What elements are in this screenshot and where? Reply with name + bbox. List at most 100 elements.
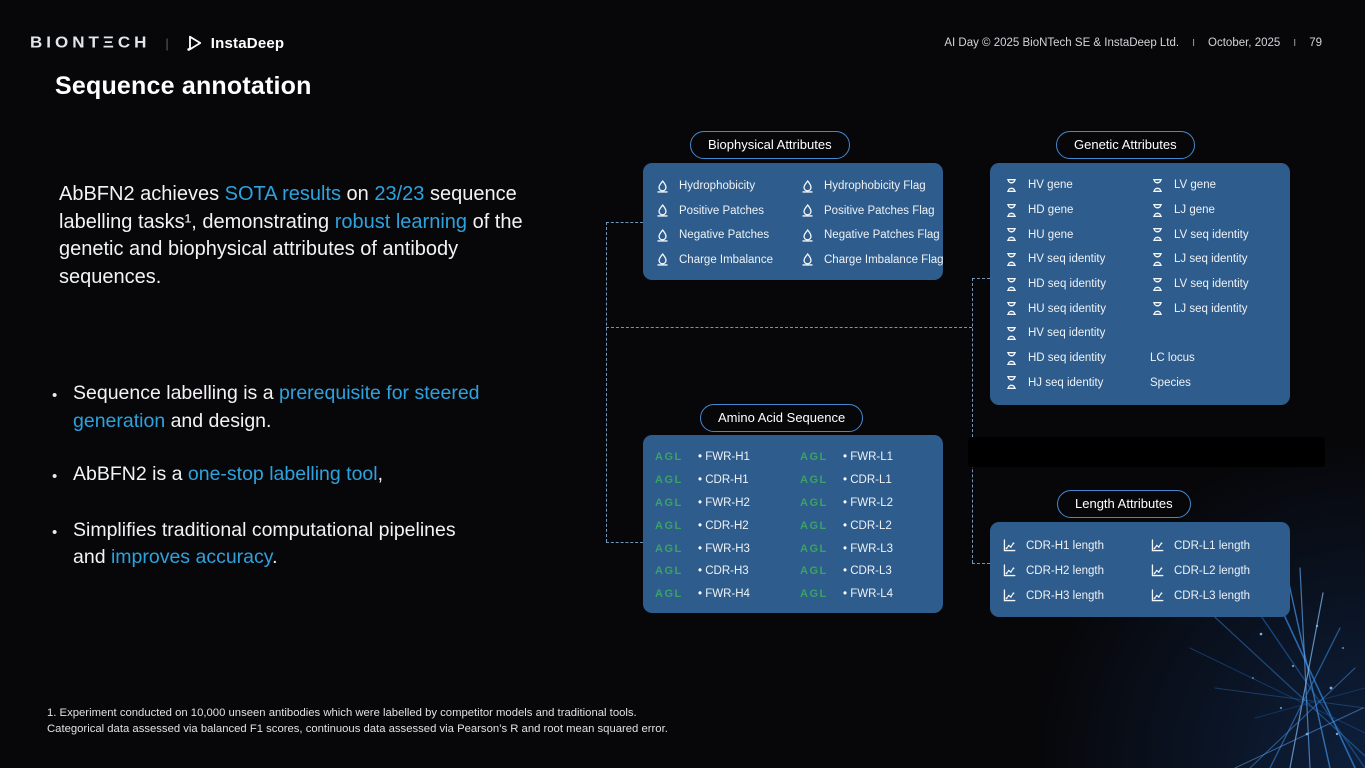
attribute-item: Hydrophobicity	[655, 174, 800, 199]
sequence-region-item: AGLFWR-L3	[800, 537, 943, 560]
attribute-item: HV seq identity	[1004, 247, 1150, 272]
amino-acid-sequence-pill: Amino Acid Sequence	[700, 404, 864, 432]
attribute-label: Charge Imbalance Flag	[824, 253, 944, 266]
connector-line	[972, 278, 973, 563]
region-label: FWR-L1	[843, 451, 893, 463]
connector-line	[972, 278, 990, 279]
attribute-label: HV seq identity	[1028, 253, 1106, 266]
droplet-icon	[655, 228, 670, 243]
attribute-item: CDR-H1 length	[1002, 533, 1150, 558]
redacted-bar	[968, 437, 1325, 467]
connector-line	[606, 327, 972, 328]
region-label: CDR-H3	[698, 565, 748, 577]
length-attributes-panel: CDR-H1 length CDR-H2 length CDR-H3 lengt…	[990, 522, 1290, 617]
sequence-region-item: AGLFWR-H2	[655, 492, 800, 515]
bar-chart-icon	[1002, 563, 1017, 578]
biophysical-attributes-panel: Hydrophobicity Positive Patches Negative…	[643, 163, 944, 280]
attribute-label: LV gene	[1174, 179, 1216, 192]
amino-acid-sequence-panel: AGLFWR-H1 AGLCDR-H1 AGLFWR-H2 AGLCDR-H2 …	[643, 435, 943, 613]
meta-separator: I	[1192, 37, 1196, 49]
attribute-item: Negative Patches	[655, 223, 800, 248]
region-label: FWR-H3	[698, 543, 750, 555]
attribute-label: HU gene	[1028, 228, 1074, 241]
agl-tag: AGL	[655, 451, 683, 464]
attribute-item: CDR-H2 length	[1002, 558, 1150, 583]
instadeep-logo-text: InstaDeep	[210, 34, 285, 52]
dna-icon	[1150, 203, 1165, 218]
dna-icon	[1004, 252, 1019, 267]
attribute-label: Negative Patches	[679, 229, 770, 242]
attribute-label: Hydrophobicity Flag	[824, 180, 926, 193]
attribute-item: HD seq identity	[1004, 346, 1150, 371]
droplet-icon	[800, 203, 815, 218]
biontech-logo: BIONTΞCH	[30, 33, 151, 52]
connector-line	[606, 222, 643, 223]
attribute-label: CDR-L1 length	[1174, 539, 1251, 552]
attribute-item: CDR-H3 length	[1002, 583, 1150, 608]
dna-icon	[1004, 203, 1019, 218]
intro-paragraph: AbBFN2 achieves SOTA results on 23/23 se…	[59, 181, 551, 291]
region-label: FWR-L2	[843, 497, 893, 509]
dna-icon	[1004, 277, 1019, 292]
sequence-region-item: AGLCDR-L1	[800, 469, 943, 492]
sequence-region-item: AGLFWR-H4	[655, 583, 800, 606]
attribute-label: LV seq identity	[1174, 278, 1249, 291]
footnote-line: Categorical data assessed via balanced F…	[47, 722, 668, 735]
connector-line	[606, 222, 607, 542]
attribute-item: LJ gene	[1150, 198, 1290, 223]
attribute-label: HJ seq identity	[1028, 376, 1104, 389]
attribute-label: LJ seq identity	[1174, 253, 1248, 266]
attribute-label: Charge Imbalance	[679, 253, 773, 266]
agl-tag: AGL	[655, 588, 683, 601]
attribute-item: HD seq identity	[1004, 272, 1150, 297]
agl-tag: AGL	[800, 588, 828, 601]
sequence-region-item: AGLCDR-L2	[800, 514, 943, 537]
bullet-item: • Sequence labelling is a prerequisite f…	[52, 380, 490, 435]
sequence-region-item: AGL FWR-L1	[800, 446, 943, 469]
sequence-region-item: AGLFWR-L2	[800, 492, 943, 515]
droplet-icon	[800, 252, 815, 267]
attribute-item: Species	[1150, 371, 1290, 396]
agl-tag: AGL	[800, 542, 828, 555]
attribute-item: HD gene	[1004, 198, 1150, 223]
footnote-line: 1. Experiment conducted on 10,000 unseen…	[47, 707, 637, 719]
sequence-region-item: AGL CDR-H1	[655, 469, 800, 492]
dna-icon	[1004, 351, 1019, 366]
agl-tag: AGL	[800, 451, 828, 464]
dna-icon	[1150, 277, 1165, 292]
intro-highlight: SOTA results	[224, 183, 341, 205]
agl-tag: AGL	[800, 565, 828, 578]
attribute-label: HD seq identity	[1028, 278, 1106, 291]
attribute-label: LJ seq identity	[1174, 302, 1248, 315]
attribute-item: HV seq identity	[1004, 321, 1150, 346]
dna-icon	[1150, 178, 1165, 193]
instadeep-play-icon	[187, 35, 201, 51]
intro-highlight: robust learning	[334, 210, 468, 233]
sequence-region-item: AGLCDR-H3	[655, 560, 800, 583]
agl-tag: AGL	[655, 474, 683, 487]
dna-icon	[1150, 301, 1165, 316]
meta-separator: I	[1293, 37, 1297, 49]
instadeep-logo: InstaDeep	[184, 33, 285, 53]
attribute-item: Charge Imbalance	[655, 248, 800, 273]
bullet-marker: •	[52, 387, 58, 404]
intro-text: sequence labelling tasks¹, demonstrating	[59, 183, 517, 233]
logo-divider: |	[165, 35, 169, 51]
attribute-item: CDR-L1 length	[1150, 533, 1290, 558]
attribute-label: HD gene	[1028, 204, 1074, 217]
agl-tag: AGL	[655, 496, 683, 509]
sequence-region-item: AGLFWR-H1	[655, 446, 800, 469]
header-logos: BIONTΞCH | InstaDeep	[30, 33, 284, 53]
attribute-label: CDR-L3 length	[1174, 589, 1251, 602]
bullet-marker: •	[52, 523, 58, 541]
region-label: CDR-L3	[843, 565, 892, 577]
droplet-icon	[655, 252, 670, 267]
attribute-item: LV seq identity	[1150, 222, 1290, 247]
bullet-item: • AbBFN2 is a one-stop labelling tool,	[52, 461, 490, 491]
region-label: CDR-H1	[698, 474, 748, 486]
attribute-label: HD seq identity	[1028, 352, 1106, 365]
intro-text: AbBFN2 achieves	[59, 183, 225, 205]
attribute-item: HV gene	[1004, 173, 1150, 198]
attribute-label: LV seq identity	[1174, 228, 1249, 241]
bullet-text: Simplifies traditional computational pip…	[73, 518, 456, 569]
